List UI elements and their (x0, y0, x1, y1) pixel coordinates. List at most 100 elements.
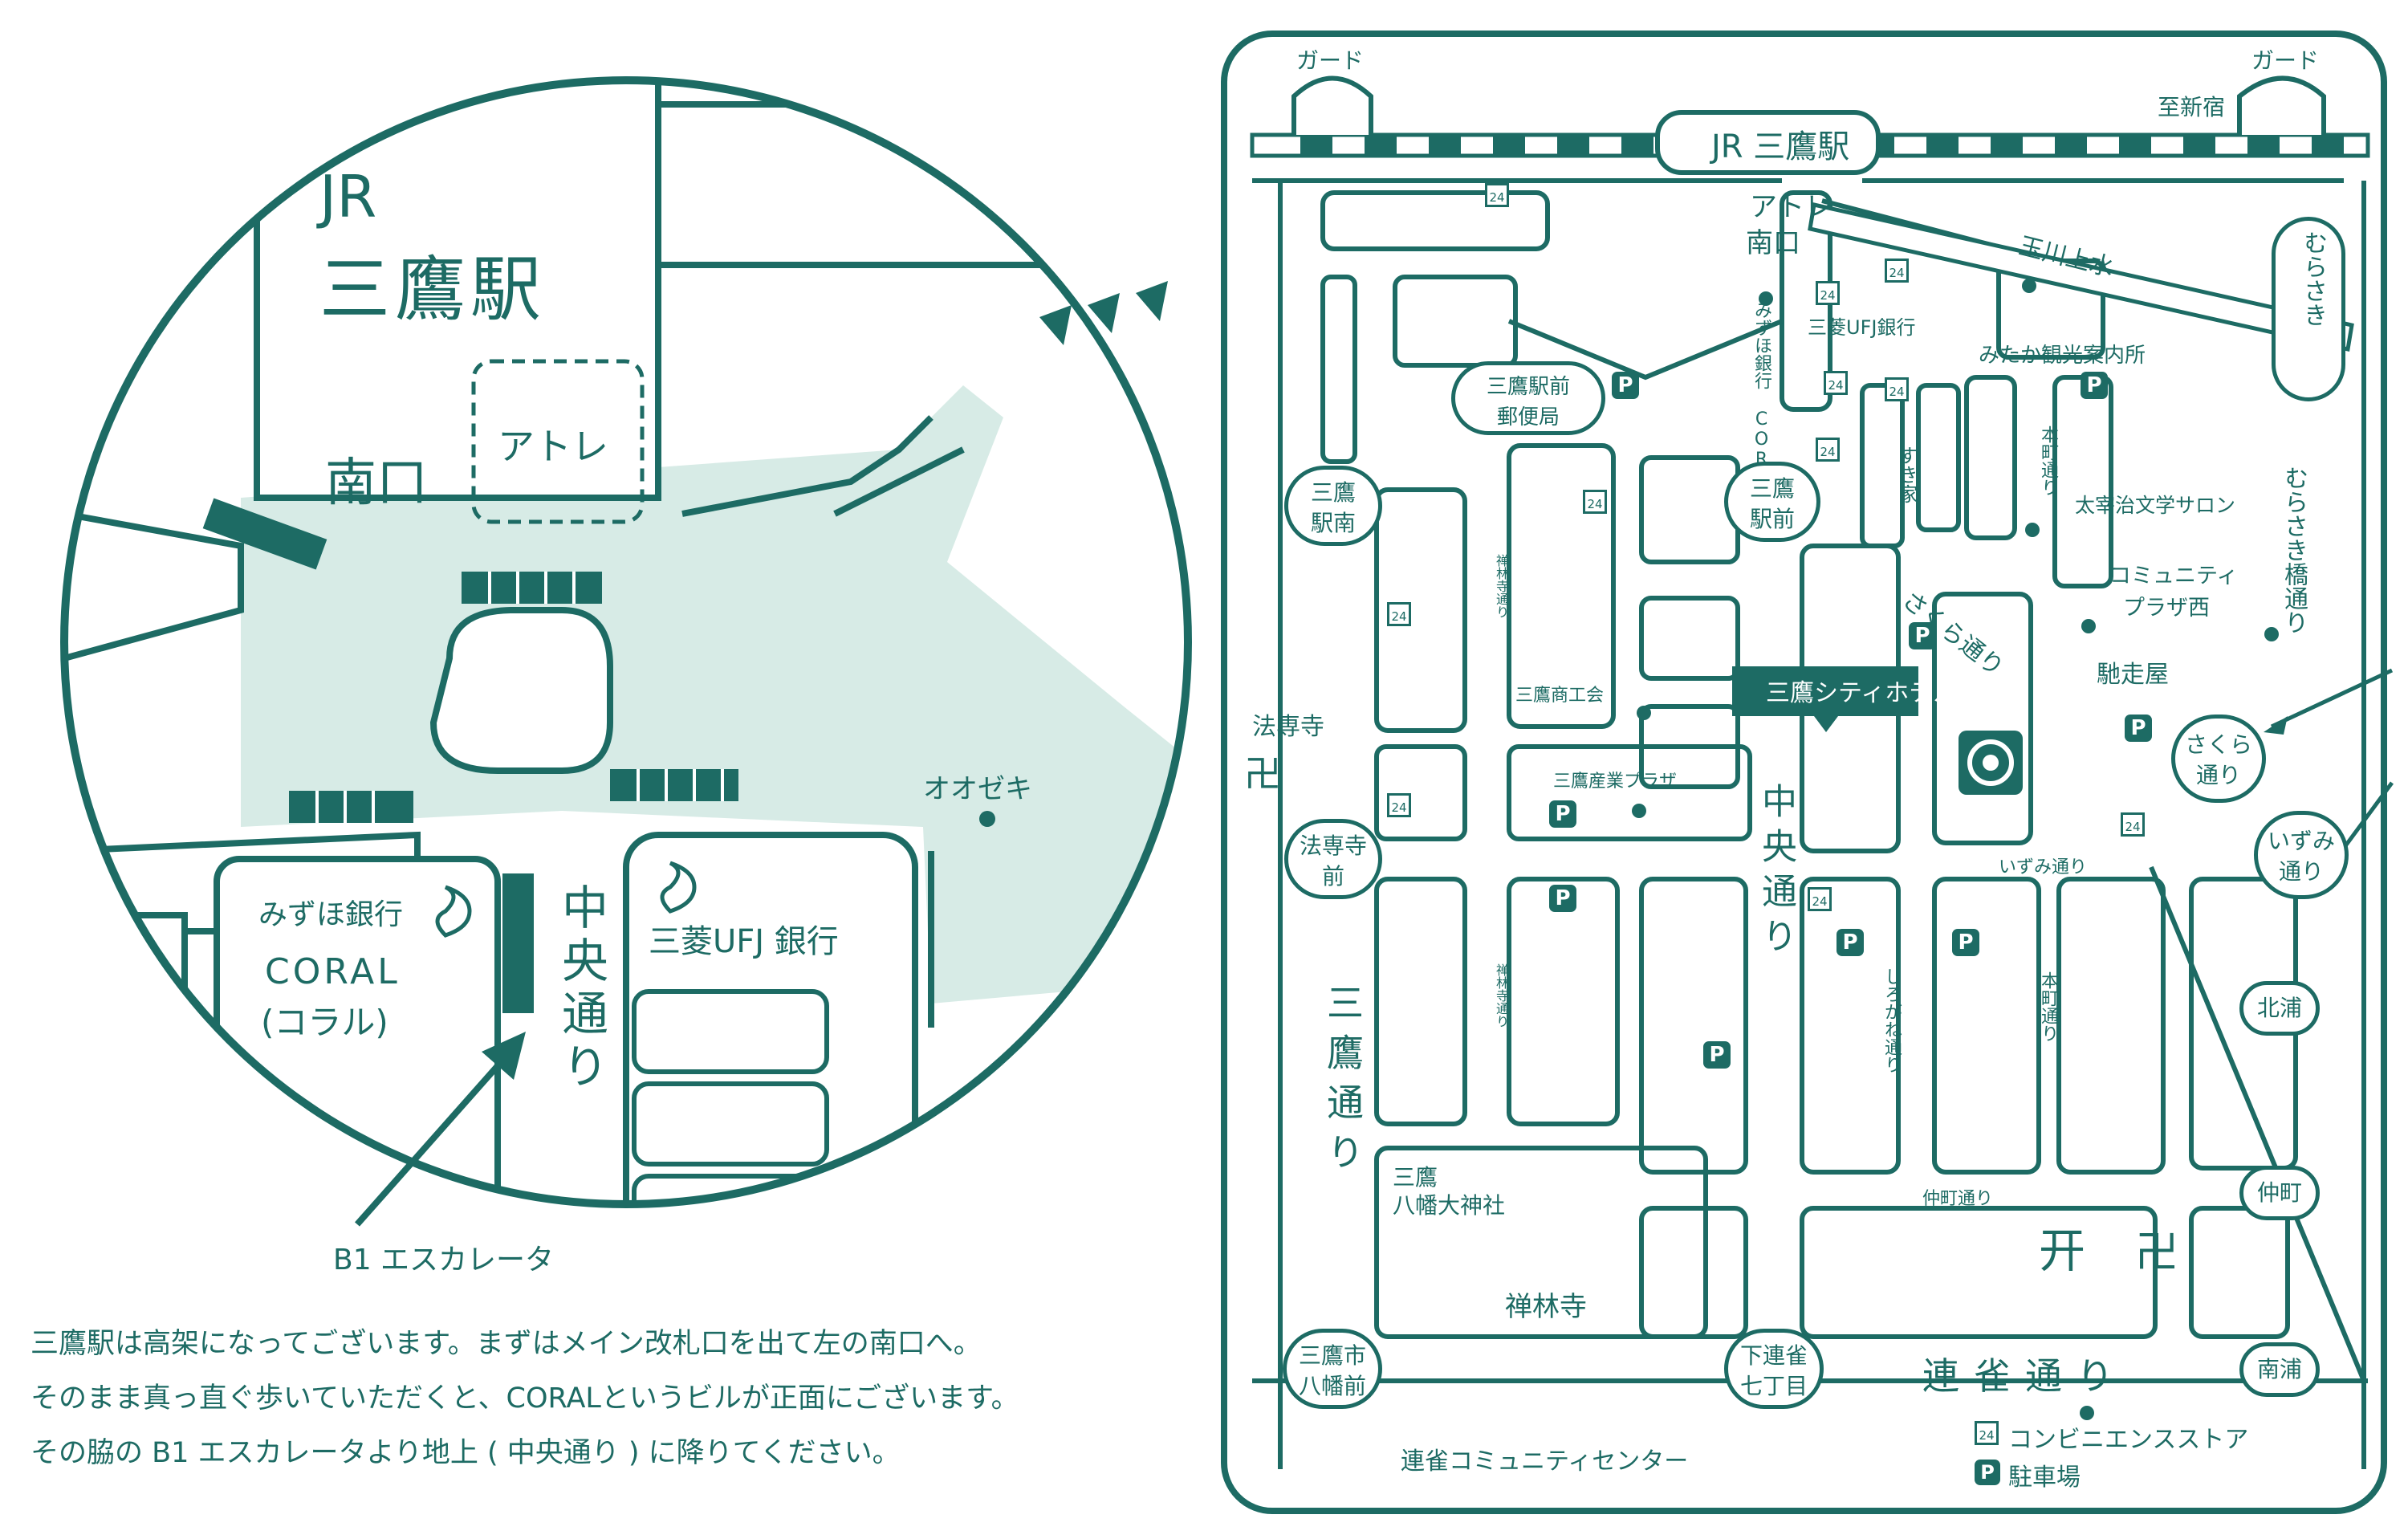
parking-icon: P (1549, 885, 1576, 912)
renjaku-center-label: 連雀コミュニティセンター (1401, 1447, 1689, 1476)
mizuho-logo-icon (435, 885, 472, 938)
parking-icon: P (2125, 715, 2152, 742)
hotel-label: 三鷹シティホテル (1766, 679, 1958, 707)
chisoya-label: 馳走屋 (2097, 661, 2169, 689)
escalator-arrow (355, 1032, 526, 1227)
map-station-label: JR 三鷹駅 (1711, 128, 1850, 165)
zenrinji-dori-label-2: 禅林寺通り (1494, 963, 1509, 1028)
bus-stop-kitaura: 北浦 (2239, 981, 2320, 1036)
sakura-badge: さくら通り (2171, 715, 2266, 803)
parking-icon: P (1612, 372, 1639, 399)
mitaka-dori-label: 三鷹通り (1321, 983, 1365, 1183)
detail-chuo-dori: 中央通り (554, 883, 608, 1095)
hotel-label-box (1732, 666, 1918, 716)
conbini-icon: 24 (1885, 377, 1909, 401)
detail-atre: アトレ (498, 425, 608, 468)
hojoji-manji-icon: 卍 (1244, 752, 1281, 796)
conbini-icon: 24 (1885, 259, 1909, 283)
detail-ozeki: オオゼキ (923, 773, 1032, 805)
atre-box (471, 359, 645, 524)
escalator-stripes (502, 873, 534, 1013)
conbini-icon: 24 (1808, 887, 1832, 911)
shokokai-label: 三鷹商工会 (1515, 686, 1605, 706)
bus-stop-ekimae: 三鷹駅前 (1724, 462, 1820, 542)
legend-conbini-label: コンビニエンスストア (2008, 1426, 2249, 1454)
conbini-icon: 24 (1387, 793, 1411, 817)
bus-stop-minamiura: 南浦 (2239, 1342, 2320, 1397)
ozeki-dot (979, 811, 995, 827)
bus-stop-murasakibashi: むらさき (2272, 217, 2345, 401)
renjaku-dori-label: 連雀通り (1922, 1354, 2128, 1398)
detail-south-exit: 南口 (325, 454, 428, 513)
to-shinjuku-label: 至新宿 (2158, 94, 2226, 120)
shirogane-dori-label: しろがね通り (1881, 967, 1902, 1073)
detail-station-jr: JR (319, 163, 377, 230)
bus-stop-hachiman: 三鷹市八幡前 (1283, 1329, 1382, 1409)
detail-ufj: 三菱UFJ 銀行 (649, 923, 839, 960)
conbini-icon: 24 (1485, 183, 1509, 207)
parking-icon: P (1703, 1041, 1731, 1069)
parking-icon: P (1837, 929, 1864, 956)
bus-stop-izumi: いずみ通り (2254, 811, 2349, 899)
zenrinji-label: 禅林寺 (1505, 1291, 1587, 1323)
guard-right-icon (2237, 75, 2326, 135)
chuo-dori-label: 中央通り (1755, 783, 1796, 963)
legend-parking-icon: P (1975, 1460, 2000, 1485)
shrine-line1: 三鷹 (1393, 1164, 1438, 1191)
bus-stop-nakamachi: 仲町 (2239, 1166, 2320, 1220)
conbini-icon: 24 (1816, 281, 1840, 305)
detail-coral: CORAL (265, 951, 401, 992)
railway-stripes (1300, 135, 2344, 156)
honcho-dori-label-2: 本町通り (2038, 971, 2058, 1042)
detail-coral-kana: (コラル) (261, 1003, 388, 1042)
directions-text: 三鷹駅は高架になってございます。まずはメイン改札口を出て左の南口へ。 そのまま真… (31, 1317, 1019, 1480)
detail-circle-border (60, 76, 1192, 1208)
landmark-dots (1632, 279, 2279, 1420)
zenrinji-dori-label-1: 禅林寺通り (1494, 554, 1509, 618)
izumi-dori-label: いずみ通り (1999, 857, 2088, 877)
detail-mizuho: みずほ銀行 (258, 898, 404, 931)
legend-conbini-icon: 24 (1975, 1421, 1999, 1445)
tamagawa-canal (1808, 202, 2354, 352)
atre-label: アトレ (1750, 191, 1832, 223)
bus-stop-ekiminami: 三鷹駅南 (1284, 466, 1382, 546)
community-plaza-line2: プラザ西 (2123, 596, 2210, 621)
guard-left-icon (1291, 75, 1373, 135)
detail-map (60, 76, 1192, 1227)
community-plaza-line1: コミュニティ (2109, 564, 2239, 588)
atre-south-label: 南口 (1746, 227, 1800, 259)
conbini-icon: 24 (1583, 490, 1607, 514)
bus-stop-yubinkyoku: 三鷹駅前郵便局 (1451, 361, 1605, 435)
guard-right-label: ガード (2251, 47, 2320, 74)
shrine-line2: 八幡大神社 (1393, 1192, 1506, 1219)
conbini-icon: 24 (1387, 602, 1411, 626)
conbini-icon: 24 (1824, 371, 1848, 395)
bus-stop-hojoji-mae: 法専寺前 (1284, 819, 1382, 899)
parking-icon: P (1952, 929, 1979, 956)
detail-escalator-label: B1 エスカレータ (333, 1244, 555, 1276)
station-box (1655, 110, 1881, 175)
detail-station-name: 三鷹駅 (319, 248, 547, 331)
guard-left-label: ガード (1296, 47, 1365, 74)
hojoji-label: 法専寺 (1252, 713, 1324, 741)
kanko-label: みたか観光案内所 (1979, 344, 2146, 368)
parking-icon: P (1549, 800, 1576, 828)
roundabout-island (429, 607, 613, 774)
parking-icon: P (2081, 372, 2108, 399)
directions-line-1: 三鷹駅は高架になってございます。まずはメイン改札口を出て左の南口へ。 (31, 1328, 982, 1360)
murasakibashi-dori-label: むらさき橋通り (2280, 466, 2308, 634)
ufj-logo-icon (660, 861, 697, 914)
sukiya-label: すき家 (1895, 446, 1918, 503)
pointer-triangles (1039, 281, 1168, 345)
conbini-icon: 24 (2121, 812, 2145, 837)
legend-parking-label: 駐車場 (2008, 1464, 2081, 1492)
bus-stop-shimorenjaku: 下連雀七丁目 (1724, 1329, 1824, 1409)
directions-line-3: その脇の B1 エスカレータより地上 ( 中央通り ) に降りてください。 (31, 1437, 901, 1469)
station-plaza (241, 385, 1188, 1004)
parking-icon: P (1909, 622, 1936, 649)
honcho-dori-label-1: 本町通り (2038, 425, 2058, 496)
ufj-label: 三菱UFJ銀行 (1808, 316, 1916, 339)
sangyo-plaza-label: 三鷹産業プラザ (1553, 772, 1678, 792)
sakura-arrow (2270, 668, 2394, 729)
conbini-icon: 24 (1816, 438, 1840, 462)
